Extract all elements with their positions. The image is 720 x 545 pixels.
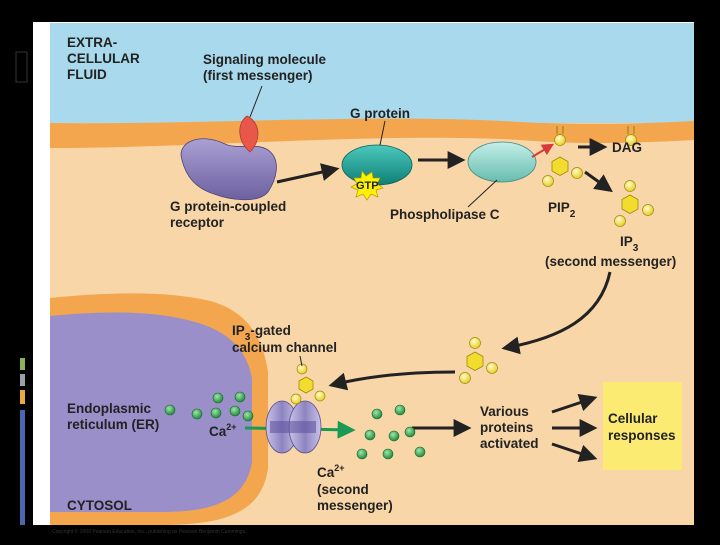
extracellular-label-3: FLUID <box>67 67 107 82</box>
cellular-responses-label-2: responses <box>608 428 676 443</box>
ip3-gated-channel-label-2: calcium channel <box>232 340 337 355</box>
response-arrow-bottom <box>551 442 598 462</box>
phospholipase-c <box>467 141 537 183</box>
cytosol-label: CYTOSOL <box>67 498 132 513</box>
ip3-molecule-released <box>614 180 654 227</box>
pip2-label: PIP2 <box>548 200 576 220</box>
cellular-responses-label-1: Cellular <box>608 411 658 426</box>
receptor-to-gprotein-arrow <box>276 163 340 184</box>
receptor-label-2: receptor <box>170 215 225 230</box>
ip3-gated-channel-label-1: IP3-gated <box>232 323 291 343</box>
extracellular-label-2: CELLULAR <box>67 51 140 66</box>
slide-ornament-blue <box>20 410 25 525</box>
phospholipase-leader-line <box>467 179 498 208</box>
signaling-leader-line <box>249 85 263 118</box>
slide-ornament-gray <box>20 374 25 386</box>
er-calcium-label: Ca2+ <box>209 422 237 439</box>
ip3-gated-calcium-channel <box>265 400 322 454</box>
signaling-molecule-label-1: Signaling molecule <box>203 52 327 67</box>
gtp-label: GTP <box>356 180 379 192</box>
er-calcium-ions <box>164 391 254 422</box>
ip3-bound-to-channel <box>290 363 326 405</box>
receptor-label-1: G protein-coupled <box>170 199 286 214</box>
signaling-molecule <box>239 115 259 153</box>
various-proteins-label-3: activated <box>480 436 539 451</box>
dag-molecule <box>625 126 637 146</box>
cytosol-calcium-ions <box>356 404 426 460</box>
plc-cleavage-arrow <box>531 143 555 158</box>
er-lumen <box>50 312 252 512</box>
dag-label: DAG <box>612 140 642 155</box>
various-proteins-label-2: proteins <box>480 420 533 435</box>
ip3-diffuse-arrow <box>501 271 612 355</box>
ip3-second-messenger-label: (second messenger) <box>545 254 676 269</box>
slide-ornament-orange <box>20 390 25 404</box>
ip3-label: IP3 <box>620 234 639 254</box>
slide-ornament <box>15 51 28 83</box>
g-protein-leader-line <box>379 120 386 146</box>
phospholipase-c-label: Phospholipase C <box>390 207 500 222</box>
er-label-2: reticulum (ER) <box>67 417 159 432</box>
pip2-to-ip3-arrow <box>584 170 613 193</box>
cellular-responses-box <box>603 382 682 470</box>
cytosol-calcium-label: Ca2+ <box>317 463 345 480</box>
er-label-1: Endoplasmic <box>67 401 152 416</box>
cytosol-calcium-second-2: messenger) <box>317 498 393 513</box>
extracellular-region <box>50 23 694 123</box>
cytosol-calcium-second-1: (second <box>317 482 369 497</box>
various-proteins-label-1: Various <box>480 404 529 419</box>
channel-leader-line <box>299 355 303 367</box>
g-protein-label: G protein <box>350 106 410 121</box>
ip3-molecule-cytosol <box>459 337 498 384</box>
signaling-molecule-label-2: (first messenger) <box>203 68 313 83</box>
g-protein-coupled-receptor <box>180 138 277 201</box>
extracellular-label-1: EXTRA- <box>67 35 117 50</box>
slide-ornament-green <box>20 358 25 370</box>
response-arrow-top <box>551 394 598 414</box>
ip3-to-channel-arrow <box>328 370 456 391</box>
gtp-starburst <box>350 170 384 201</box>
pip2-molecule <box>542 126 583 187</box>
copyright-notice: Copyright © 2008 Pearson Education, Inc.… <box>52 528 246 535</box>
